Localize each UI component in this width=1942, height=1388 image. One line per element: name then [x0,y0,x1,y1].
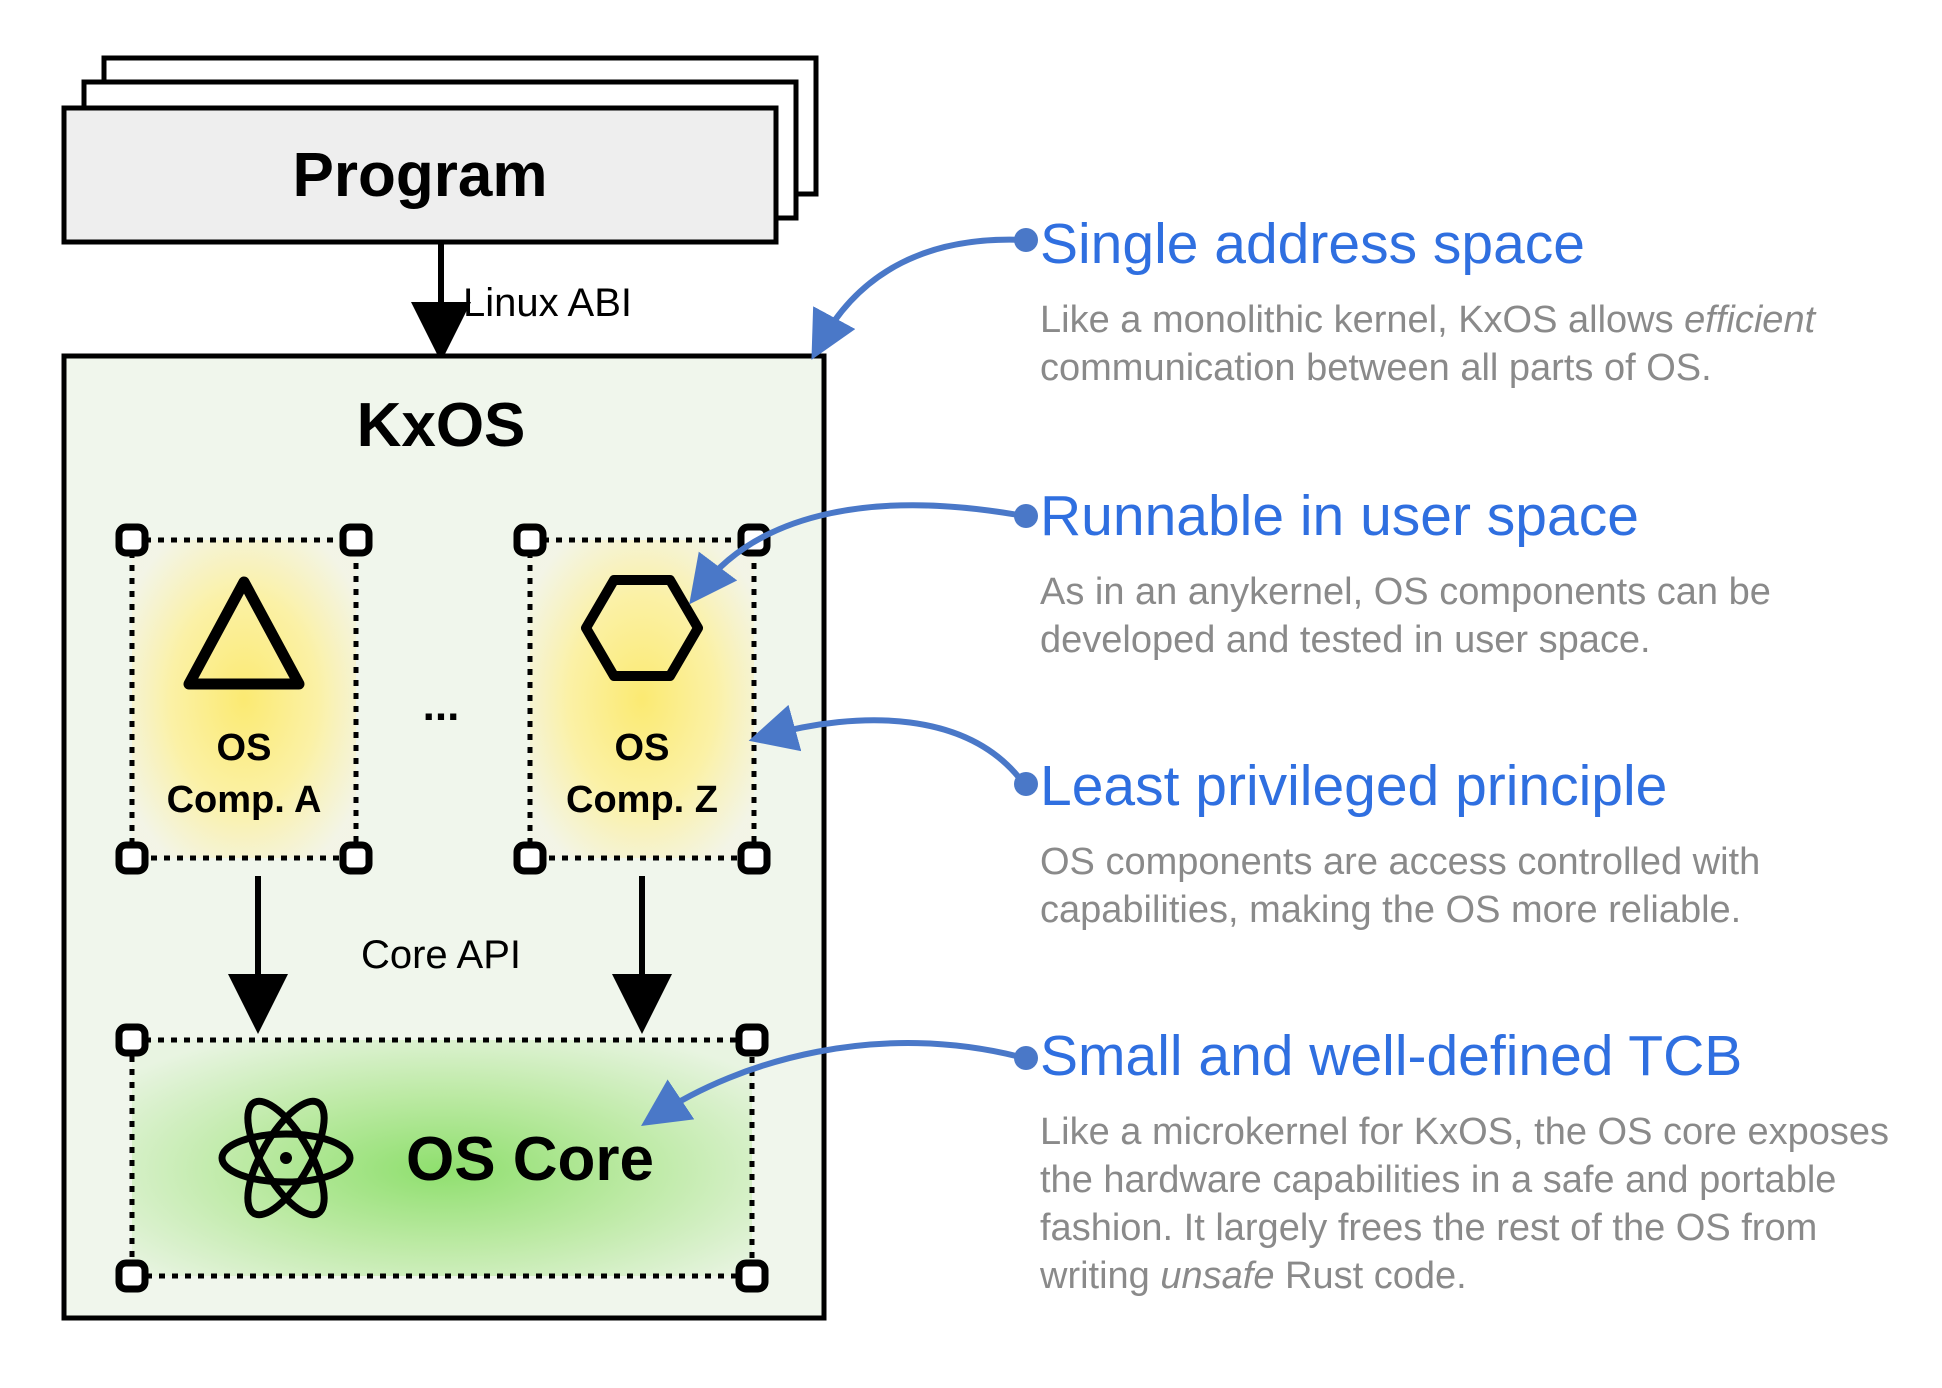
component-a: OS Comp. A [115,523,373,875]
connector-dot [1014,772,1038,796]
component-z-handle [513,841,547,875]
component-z-label-line2: Comp. Z [566,779,718,821]
os-core-label: OS Core [406,1125,654,1194]
feature-desc-emphasis: unsafe [1160,1255,1275,1297]
component-z-label-line1: OS [615,727,670,769]
connector-least-privileged [748,704,1027,786]
feature-single-address-space: Single address space Like a monolithic k… [1040,212,1920,392]
connector-single-address-space [811,236,1025,360]
feature-desc-text: Like a monolithic kernel, KxOS allows [1040,299,1685,341]
feature-description: Like a microkernel for KxOS, the OS core… [1040,1108,1920,1300]
feature-description: Like a monolithic kernel, KxOS allows ef… [1040,296,1920,392]
component-a-handle [339,523,373,557]
os-core: OS Core [115,1023,769,1293]
core-api-label: Core API [361,933,521,977]
feature-desc-text: communication between all parts of OS. [1040,347,1712,389]
program-box [61,105,779,245]
component-z-border [527,537,757,861]
component-a-handle [339,841,373,875]
ellipsis: ... [423,681,460,730]
os-core-handle [115,1023,149,1057]
feature-title: Least privileged principle [1040,754,1668,818]
component-a-handle [115,841,149,875]
feature-desc-text: OS components are access controlled with… [1040,841,1761,931]
atom-icon [218,1097,354,1219]
component-a-label-line2: Comp. A [167,779,322,821]
feature-description: As in an anykernel, OS components can be… [1040,568,1920,664]
triangle-icon [183,576,305,690]
feature-desc-emphasis: efficient [1684,299,1816,341]
os-core-handle [115,1259,149,1293]
component-a-handle [115,523,149,557]
feature-description: OS components are access controlled with… [1040,838,1920,934]
component-z-handle [513,523,547,557]
feature-title: Small and well-defined TCB [1040,1024,1743,1088]
program-label: Program [293,141,548,210]
feature-desc-text: Like a microkernel for KxOS, the OS core… [1040,1111,1890,1297]
os-core-handle [735,1023,769,1057]
feature-title: Runnable in user space [1040,484,1639,548]
connector-dot [1014,228,1038,252]
component-z: OS Comp. Z [513,523,771,875]
feature-desc-text: Rust code. [1274,1255,1467,1297]
feature-title: Single address space [1040,212,1586,276]
feature-small-tcb: Small and well-defined TCB Like a microk… [1040,1024,1920,1300]
connector-small-tcb [641,1040,1025,1126]
component-a-border [129,537,359,861]
hexagon-icon [581,575,703,681]
feature-runnable-user-space: Runnable in user space As in an anykerne… [1040,484,1920,664]
connector-dot [1014,1046,1038,1070]
component-z-handle [737,841,771,875]
os-core-glow [132,1040,752,1276]
connector-runnable-user-space [689,502,1025,605]
program-stack: Program [61,55,819,245]
os-core-handle [735,1259,769,1293]
connector-dot [1014,504,1038,528]
callout-connectors [641,228,1038,1126]
linux-abi-label: Linux ABI [463,281,632,325]
feature-least-privileged: Least privileged principle OS components… [1040,754,1920,934]
component-a-label-line1: OS [217,727,272,769]
kernel-label: KxOS [357,391,526,460]
feature-desc-text: As in an anykernel, OS components can be… [1040,571,1771,661]
